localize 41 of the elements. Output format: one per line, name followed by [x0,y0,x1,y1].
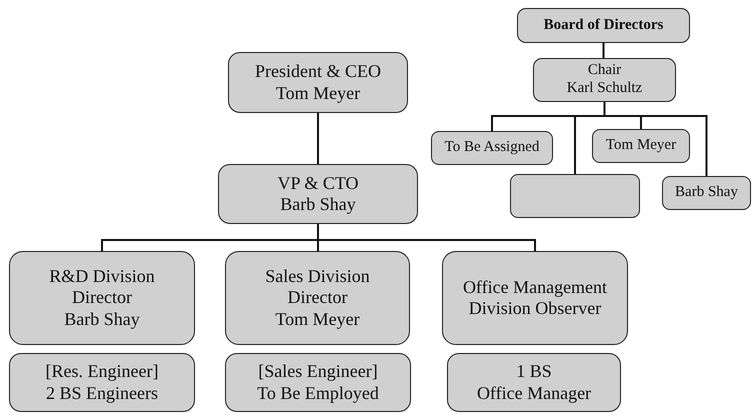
connector-line [317,113,319,164]
org-chart-box [225,251,410,345]
org-chart-box [431,131,553,165]
box-text: Division Observer [468,298,602,320]
box-text: Barb Shay [280,194,356,216]
box-text: President & CEO [255,61,381,82]
box-text: VP & CTO [277,172,359,194]
box-text: Office Manager [476,382,592,404]
empty-box [510,174,640,218]
box-text: 2 BS Engineers [46,382,158,404]
box-text: [Res. Engineer] [46,361,158,382]
box-text: Director [288,287,348,309]
box-text: Karl Schultz [566,80,642,98]
org-chart-box [225,353,411,412]
org-chart-box [447,353,621,412]
org-chart-box [533,58,676,102]
org-chart-box [592,129,690,163]
box-text: Barb Shay [64,308,140,330]
connector-line [602,43,604,58]
box-text: Sales Division [265,266,370,288]
box-text: Board of Directors [544,16,664,34]
box-text: Tom Meyer [606,137,676,155]
box-text: To Be Employed [257,382,379,404]
box-text: Director [72,287,132,309]
org-chart-box [9,251,195,345]
org-chart-box [662,176,751,210]
box-text: Office Management [462,276,608,298]
box-text: To Be Assigned [444,139,540,157]
box-text: Tom Meyer [276,82,360,104]
org-chart-box [517,8,690,43]
box-text: R&D Division [49,266,155,288]
org-chart-box [442,251,628,345]
org-chart-box [9,353,195,412]
box-text: Chair [588,62,622,80]
org-chart-box [228,52,408,113]
box-text: Tom Meyer [275,308,360,330]
box-text: 1 BS [516,361,552,382]
connector-line [317,224,536,251]
box-text: [Sales Engineer] [258,361,378,382]
box-text: Barb Shay [675,184,738,202]
org-chart-box [218,164,418,224]
